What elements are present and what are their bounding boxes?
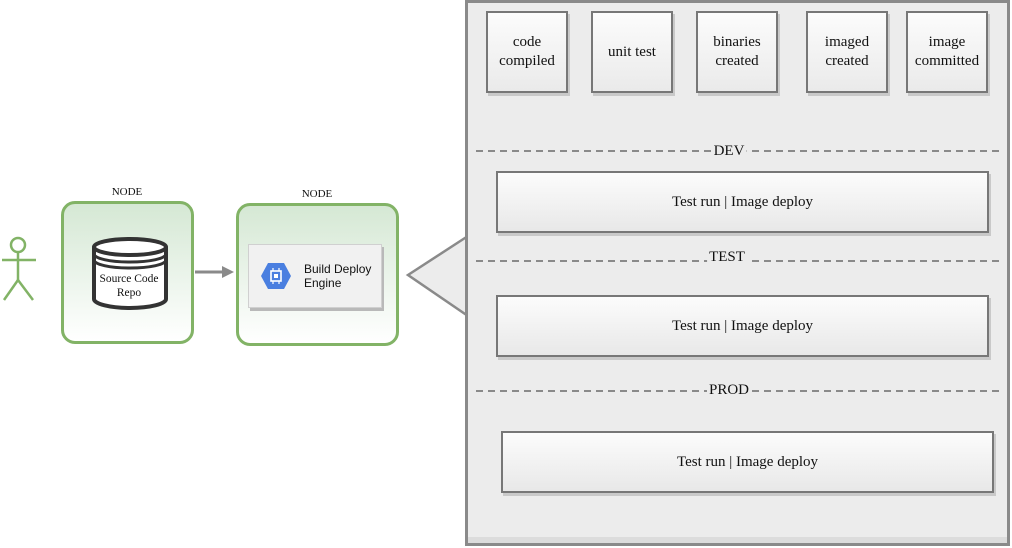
stage-code-compiled[interactable]: code compiled [486, 11, 568, 93]
flow-arrow [195, 266, 234, 278]
stage-label-line1: image [928, 34, 966, 50]
env-label-test: TEST [707, 249, 747, 266]
stage-label-line1: imaged [824, 34, 870, 50]
node-build-deploy-engine[interactable]: Build Deploy Engine [236, 203, 399, 346]
stage-image-committed[interactable]: image committed [906, 11, 988, 93]
repo-label-line2: Repo [116, 287, 142, 299]
node-label-engine: NODE [301, 188, 333, 200]
deploy-label-dev: Test run | Image deploy [671, 193, 814, 210]
deploy-box-test[interactable]: Test run | Image deploy [496, 295, 989, 357]
env-label-prod: PROD [706, 382, 752, 399]
stage-imaged-created[interactable]: imaged created [806, 11, 888, 93]
stage-label-line2: compiled [499, 53, 555, 69]
engine-card: Build Deploy Engine [248, 244, 382, 308]
stage-label-line2: created [825, 53, 869, 69]
stage-binaries-created[interactable]: binaries created [696, 11, 778, 93]
node-source-repo[interactable]: Source Code Repo [61, 201, 194, 344]
stage-label-line1: code [512, 34, 542, 50]
deploy-label-test: Test run | Image deploy [671, 317, 814, 334]
stage-unit-test[interactable]: unit test [591, 11, 673, 93]
stage-label-line2: created [715, 53, 759, 69]
engine-label: Build Deploy Engine [304, 262, 371, 290]
stage-label-line1: binaries [713, 34, 761, 50]
deploy-label-prod: Test run | Image deploy [676, 453, 819, 470]
deploy-box-dev[interactable]: Test run | Image deploy [496, 171, 989, 233]
repo-label: Source Code Repo [94, 272, 164, 300]
engine-label-line2: Engine [304, 276, 342, 290]
database-cylinder-icon [92, 237, 168, 310]
stick-figure-actor-icon [2, 236, 36, 301]
stage-label-line1: unit test [608, 43, 656, 60]
engine-label-line1: Build Deploy [304, 262, 372, 276]
node-label-repo: NODE [111, 186, 143, 198]
env-label-dev: DEV [711, 143, 747, 160]
compute-engine-icon [261, 263, 291, 289]
deploy-box-prod[interactable]: Test run | Image deploy [501, 431, 994, 493]
stage-label-line2: committed [914, 53, 980, 69]
repo-label-line1: Source Code [99, 273, 159, 285]
